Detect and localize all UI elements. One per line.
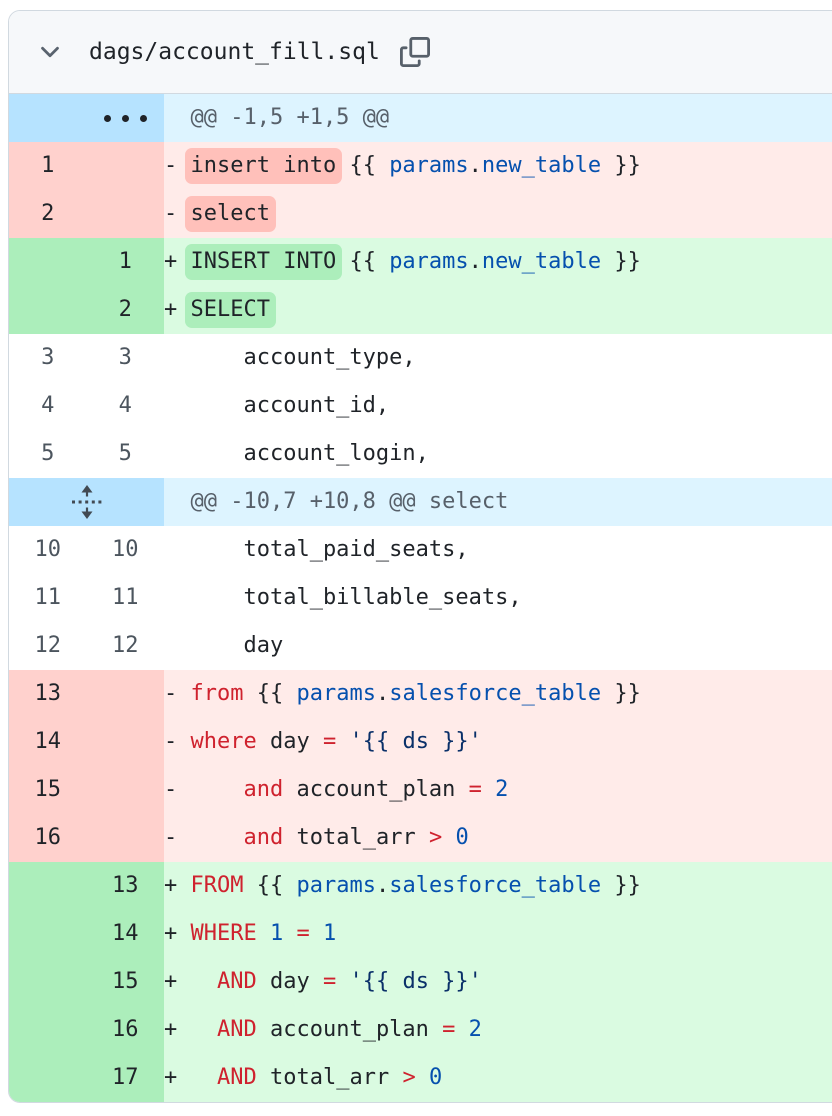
new-line-number[interactable]: 2 <box>86 286 164 334</box>
old-line-number[interactable] <box>9 958 87 1006</box>
new-line-number[interactable]: 14 <box>86 910 164 958</box>
diff-row-ctx: 3 3 account_type, <box>9 334 832 382</box>
code-line: account_type, <box>164 345 416 370</box>
diff-row-ctx: 11 11 total_billable_seats, <box>9 574 832 622</box>
copy-icon <box>399 37 430 67</box>
diff-row-add: 15+ AND day = '{{ ds }}' <box>9 958 832 1006</box>
code-line: - select <box>164 190 832 238</box>
code-line: account_login, <box>164 441 429 466</box>
hunk-header-line: @@ -1,5 +1,5 @@ <box>164 94 832 142</box>
old-line-number[interactable]: 13 <box>9 670 87 718</box>
new-line-number[interactable]: 16 <box>86 1006 164 1054</box>
new-line-number[interactable]: 17 <box>86 1054 164 1102</box>
old-line-number[interactable]: 10 <box>34 537 62 562</box>
chevron-down-icon <box>37 39 63 65</box>
new-line-number[interactable]: 12 <box>112 633 139 658</box>
old-line-number[interactable]: 15 <box>9 766 87 814</box>
word-diff-highlight: insert into <box>184 148 343 184</box>
word-diff-highlight: select <box>184 196 276 232</box>
diff-table: @@ -1,5 +1,5 @@1- insert into {{ params.… <box>9 94 832 1102</box>
old-line-number[interactable]: 12 <box>34 633 62 658</box>
diff-row-del: 14 - where day = '{{ ds }}' <box>9 718 832 766</box>
old-line-number[interactable]: 4 <box>41 393 55 418</box>
expand-up-down-icon <box>9 478 164 526</box>
diff-row-add: 16+ AND account_plan = 2 <box>9 1006 832 1054</box>
code-line: - and total_arr > 0 <box>164 814 832 862</box>
new-line-number[interactable]: 15 <box>86 958 164 1006</box>
new-line-number[interactable] <box>86 670 164 718</box>
new-line-number[interactable]: 1 <box>86 238 164 286</box>
new-line-number[interactable]: 11 <box>112 585 139 610</box>
code-line: + WHERE 1 = 1 <box>164 910 832 958</box>
code-line: total_paid_seats, <box>164 537 469 562</box>
word-diff-highlight: INSERT INTO <box>184 244 343 280</box>
diff-row-add: 2+ SELECT <box>9 286 832 334</box>
code-line: day <box>164 633 284 658</box>
file-header: dags/account_fill.sql <box>9 11 832 94</box>
word-diff-highlight: SELECT <box>184 292 276 328</box>
code-line: - where day = '{{ ds }}' <box>164 718 832 766</box>
collapse-file-button[interactable] <box>37 39 63 65</box>
new-line-number[interactable] <box>86 142 164 190</box>
diff-row-del: 13 - from {{ params.salesforce_table }} <box>9 670 832 718</box>
diff-row-add: 13+ FROM {{ params.salesforce_table }} <box>9 862 832 910</box>
old-line-number[interactable]: 5 <box>41 441 55 466</box>
new-line-number[interactable]: 3 <box>118 345 132 370</box>
code-line: + INSERT INTO {{ params.new_table }} <box>164 238 832 286</box>
diff-row-add: 17+ AND total_arr > 0 <box>9 1054 832 1102</box>
old-line-number[interactable]: 2 <box>9 190 87 238</box>
diff-row-del: 15 - and account_plan = 2 <box>9 766 832 814</box>
old-line-number[interactable]: 11 <box>34 585 62 610</box>
file-name: dags/account_fill.sql <box>89 39 380 65</box>
diff-row-ctx: 4 4 account_id, <box>9 382 832 430</box>
old-line-number[interactable]: 3 <box>41 345 55 370</box>
diff-row-del: 1 - insert into {{ params.new_table }} <box>9 142 832 190</box>
code-line: - insert into {{ params.new_table }} <box>164 142 832 190</box>
old-line-number[interactable] <box>9 286 87 334</box>
old-line-number[interactable] <box>9 1054 87 1102</box>
new-line-number[interactable]: 13 <box>86 862 164 910</box>
diff-row-ctx: 5 5 account_login, <box>9 430 832 478</box>
new-line-number[interactable] <box>86 718 164 766</box>
diff-row-del: 2 - select <box>9 190 832 238</box>
new-line-number[interactable]: 4 <box>118 393 132 418</box>
diff-row-del: 16 - and total_arr > 0 <box>9 814 832 862</box>
code-line: + AND account_plan = 2 <box>164 1006 832 1054</box>
old-line-number[interactable] <box>9 1006 87 1054</box>
new-line-number[interactable]: 10 <box>112 537 139 562</box>
code-line: + AND total_arr > 0 <box>164 1054 832 1102</box>
diff-row-hunk: @@ -10,7 +10,8 @@ select <box>9 478 832 526</box>
hunk-header-line: @@ -10,7 +10,8 @@ select <box>164 478 832 526</box>
expand-hunk-button[interactable] <box>9 94 164 142</box>
code-line: account_id, <box>164 393 390 418</box>
new-line-number[interactable] <box>86 814 164 862</box>
code-line: + SELECT <box>164 286 832 334</box>
new-line-number[interactable] <box>86 766 164 814</box>
diff-row-add: 14+ WHERE 1 = 1 <box>9 910 832 958</box>
new-line-number[interactable] <box>86 190 164 238</box>
file-diff-card: dags/account_fill.sql @@ -1,5 +1,5 @@1- … <box>8 10 832 1103</box>
old-line-number[interactable] <box>9 238 87 286</box>
code-line: - from {{ params.salesforce_table }} <box>164 670 832 718</box>
code-line: + FROM {{ params.salesforce_table }} <box>164 862 832 910</box>
old-line-number[interactable]: 1 <box>9 142 87 190</box>
old-line-number[interactable]: 16 <box>9 814 87 862</box>
diff-row-add: 1+ INSERT INTO {{ params.new_table }} <box>9 238 832 286</box>
copy-path-button[interactable] <box>398 35 432 69</box>
code-line: total_billable_seats, <box>164 585 522 610</box>
new-line-number[interactable]: 5 <box>118 441 132 466</box>
old-line-number[interactable]: 14 <box>9 718 87 766</box>
kebab-dots-icon <box>9 94 164 142</box>
diff-row-hunk: @@ -1,5 +1,5 @@ <box>9 94 832 142</box>
diff-row-ctx: 10 10 total_paid_seats, <box>9 526 832 574</box>
code-line: - and account_plan = 2 <box>164 766 832 814</box>
diff-row-ctx: 12 12 day <box>9 622 832 670</box>
code-line: + AND day = '{{ ds }}' <box>164 958 832 1006</box>
old-line-number[interactable] <box>9 862 87 910</box>
old-line-number[interactable] <box>9 910 87 958</box>
expand-up-down-button[interactable] <box>9 478 164 526</box>
